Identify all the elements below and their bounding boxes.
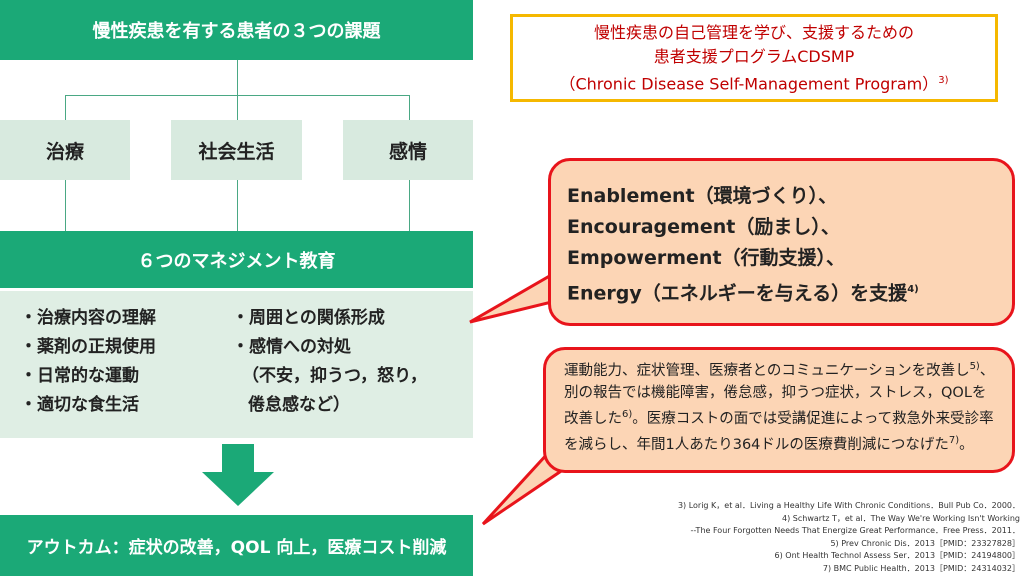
callout-text: 。医療コストの面では受講促進によって救急外来受診率を減らし、年間1人あたり364…: [564, 410, 994, 453]
connector-line: [237, 180, 238, 231]
four-e-callout: Enablement（環境づくり）、 Encouragement（励まし）、 E…: [548, 158, 1015, 326]
mgmt-item: ・適切な食生活: [20, 395, 139, 415]
reference: --The Four Forgotten Needs That Energize…: [690, 526, 1020, 535]
mgmt-item: （不安，抑うつ，怒り，: [242, 366, 427, 386]
reference: 6) Ont Health Technol Assess Ser．2013［PM…: [774, 551, 1020, 560]
program-line3: （Chronic Disease Self-Management Program…: [559, 74, 939, 94]
mgmt-item: ・周囲との関係形成: [232, 308, 385, 328]
outcomes-callout: 運動能力、症状管理、医療者とのコミュニケーションを改善し5)、別の報告では機能障…: [543, 347, 1015, 473]
callout-line: Energy（エネルギーを与える）を支援: [567, 282, 908, 305]
mgmt-item: ・薬剤の正規使用: [20, 337, 156, 357]
ref-marker: 5): [969, 361, 980, 372]
callout-text: 、別の報告では機能障害，倦怠感，抑うつ症状，ストレス，QOLを改善した: [564, 362, 995, 427]
program-line2: 患者支援プログラムCDSMP: [653, 47, 855, 66]
callout-line: Empowerment（行動支援）、: [567, 247, 846, 269]
issue-treatment: 治療: [0, 120, 130, 180]
callout-text: 。: [959, 436, 974, 453]
reference: 7) BMC Public Health．2013［PMID：24314032］: [822, 563, 1020, 573]
reference: 5) Prev Chronic Dis．2013［PMID：23327828］: [830, 538, 1020, 548]
connector-line: [409, 180, 410, 231]
ref-marker: 6): [622, 408, 633, 420]
connector-line: [65, 95, 66, 120]
reference: 4) Schwartz T，et al．The Way We're Workin…: [782, 513, 1020, 523]
callout-line: Enablement（環境づくり）、: [567, 185, 838, 207]
challenges-header: 慢性疾患を有する患者の３つの課題: [0, 0, 473, 60]
ref-marker: 3): [938, 75, 949, 86]
connector-line: [65, 180, 66, 231]
mgmt-item: ・日常的な運動: [20, 366, 139, 386]
references: 3) Lorig K，et al．Living a Healthy Life W…: [678, 500, 1020, 575]
issue-social-life: 社会生活: [171, 120, 302, 180]
mgmt-item: 倦怠感など）: [248, 395, 350, 415]
connector-line: [65, 95, 410, 96]
program-line1: 慢性疾患の自己管理を学び、支援するための: [593, 23, 914, 42]
issue-emotion: 感情: [343, 120, 473, 180]
ref-marker: 7): [948, 434, 960, 446]
callout-line: Encouragement（励まし）、: [567, 216, 840, 238]
connector-line: [409, 95, 410, 120]
mgmt-item: ・治療内容の理解: [20, 308, 156, 328]
management-title: ６つのマネジメント教育: [0, 231, 473, 288]
callout-text: 運動能力、症状管理、医療者とのコミュニケーションを改善し: [564, 362, 970, 379]
ref-marker: 4): [907, 284, 919, 295]
mgmt-item: ・感情への対処: [232, 337, 351, 357]
outcome-banner: アウトカム：症状の改善，QOL 向上，医療コスト削減: [0, 515, 473, 576]
management-list: ・治療内容の理解 ・薬剤の正規使用 ・日常的な運動 ・適切な食生活 ・周囲との関…: [0, 291, 473, 438]
down-arrow-icon: [202, 444, 274, 506]
program-title-box: 慢性疾患の自己管理を学び、支援するための 患者支援プログラムCDSMP （Chr…: [510, 14, 998, 102]
connector-line: [237, 60, 238, 120]
reference: 3) Lorig K，et al．Living a Healthy Life W…: [677, 501, 1020, 510]
